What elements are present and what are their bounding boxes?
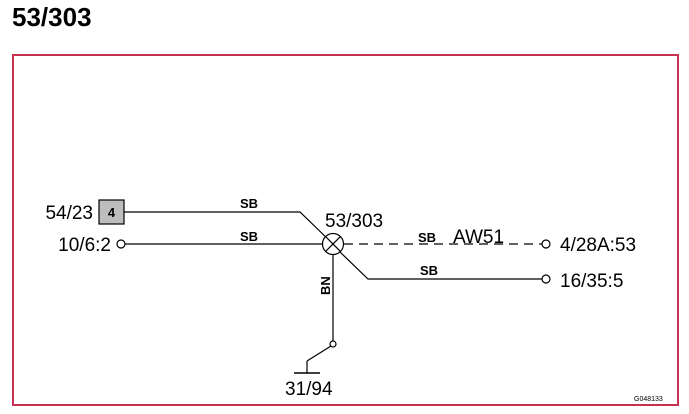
connector-pin-box [98,199,125,225]
diagram-frame [12,54,679,406]
wire-color-label: SB [240,196,258,211]
terminal-4-28A-53-icon [541,239,551,249]
connector-label-31-94: 31/94 [285,379,333,400]
wire-54-23-to-splice [124,211,334,245]
page-title: 53/303 [12,2,92,32]
wire-color-label: SB [240,229,258,244]
ground-switch-symbol [294,340,337,374]
wire-reference-label: AW51 [453,227,504,248]
wire-splice-to-16-35-5 [339,251,542,280]
connector-label-4-28A-53: 4/28A:53 [560,235,636,256]
wire-color-label: SB [418,230,436,245]
connector-pin-number: 4 [108,205,116,220]
terminal-16-35-5-icon [541,274,551,284]
connector-label-10-6-2: 10/6:2 [58,235,111,256]
connector-label-16-35-5: 16/35:5 [560,271,623,292]
splice-symbol [321,232,345,256]
connector-label-54-23: 54/23 [45,203,93,224]
terminal-10-6-2-icon [116,239,126,249]
splice-label: 53/303 [325,211,383,232]
wire-color-label: SB [420,263,438,278]
figure-id: G048133 [634,396,663,403]
wire-color-label-vertical: BN [318,276,333,295]
